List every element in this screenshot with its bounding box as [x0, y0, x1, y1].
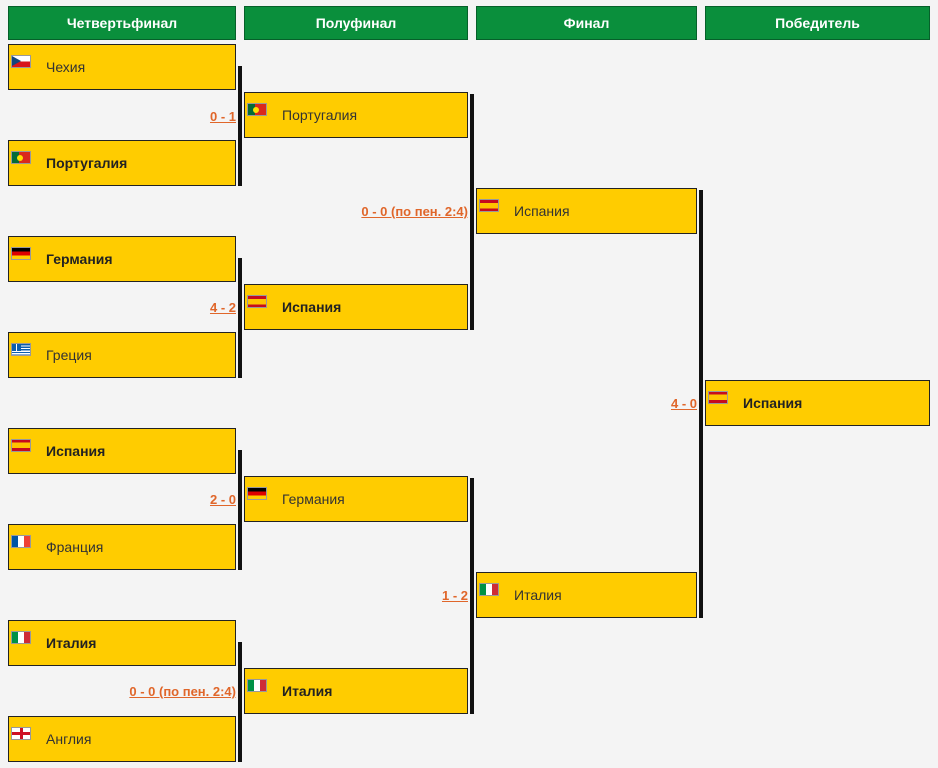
sf-team-box[interactable]: Италия: [244, 668, 468, 714]
qf-team-box[interactable]: Германия: [8, 236, 236, 282]
spain-flag-icon: [479, 199, 499, 212]
match-score-link[interactable]: 4 - 2: [209, 300, 236, 315]
portugal-flag-icon: [247, 103, 267, 116]
qf-team-box[interactable]: Англия: [8, 716, 236, 762]
sf-team-box[interactable]: Португалия: [244, 92, 468, 138]
bracket-connector: [238, 642, 242, 762]
qf-team-box[interactable]: Франция: [8, 524, 236, 570]
qf-team-box[interactable]: Чехия: [8, 44, 236, 90]
bracket-connector: [238, 258, 242, 378]
czech-flag-icon: [11, 55, 31, 68]
team-name: Германия: [282, 491, 345, 507]
bracket-connector: [238, 66, 242, 186]
champion-team-box[interactable]: Испания: [705, 380, 930, 426]
match-score-link[interactable]: 1 - 2: [441, 588, 468, 603]
header-final: Финал: [476, 6, 697, 40]
sf-team-box[interactable]: Германия: [244, 476, 468, 522]
qf-team-box[interactable]: Греция: [8, 332, 236, 378]
qf-team-box[interactable]: Испания: [8, 428, 236, 474]
germany-flag-icon: [11, 247, 31, 260]
france-flag-icon: [11, 535, 31, 548]
team-name: Италия: [514, 587, 562, 603]
team-name: Греция: [46, 347, 92, 363]
team-name: Германия: [46, 251, 113, 267]
team-name: Чехия: [46, 59, 86, 75]
germany-flag-icon: [247, 487, 267, 500]
match-score-link[interactable]: 2 - 0: [209, 492, 236, 507]
sf-team-box[interactable]: Испания: [244, 284, 468, 330]
final-team-box[interactable]: Италия: [476, 572, 697, 618]
portugal-flag-icon: [11, 151, 31, 164]
bracket-connector: [470, 478, 474, 714]
italy-flag-icon: [479, 583, 499, 596]
team-name: Италия: [46, 635, 97, 651]
bracket-connector: [470, 94, 474, 330]
team-name: Испания: [46, 443, 106, 459]
header-semifinal: Полуфинал: [244, 6, 468, 40]
qf-team-box[interactable]: Португалия: [8, 140, 236, 186]
header-winner: Победитель: [705, 6, 930, 40]
team-name: Италия: [282, 683, 333, 699]
team-name: Англия: [46, 731, 92, 747]
italy-flag-icon: [11, 631, 31, 644]
match-score-link[interactable]: 4 - 0: [670, 396, 697, 411]
match-score-link[interactable]: 0 - 0 (по пен. 2:4): [129, 684, 236, 699]
bracket-connector: [238, 450, 242, 570]
england-flag-icon: [11, 727, 31, 740]
team-name: Испания: [282, 299, 342, 315]
greece-flag-icon: [11, 343, 31, 356]
match-score-link[interactable]: 0 - 0 (по пен. 2:4): [361, 204, 468, 219]
spain-flag-icon: [708, 391, 728, 404]
qf-team-box[interactable]: Италия: [8, 620, 236, 666]
spain-flag-icon: [11, 439, 31, 452]
bracket-connector: [699, 190, 703, 618]
team-name: Испания: [514, 203, 570, 219]
match-score-link[interactable]: 0 - 1: [209, 109, 236, 124]
spain-flag-icon: [247, 295, 267, 308]
team-name: Испания: [743, 395, 803, 411]
team-name: Португалия: [282, 107, 358, 123]
team-name: Португалия: [46, 155, 128, 171]
italy-flag-icon: [247, 679, 267, 692]
final-team-box[interactable]: Испания: [476, 188, 697, 234]
team-name: Франция: [46, 539, 104, 555]
header-quarterfinal: Четвертьфинал: [8, 6, 236, 40]
